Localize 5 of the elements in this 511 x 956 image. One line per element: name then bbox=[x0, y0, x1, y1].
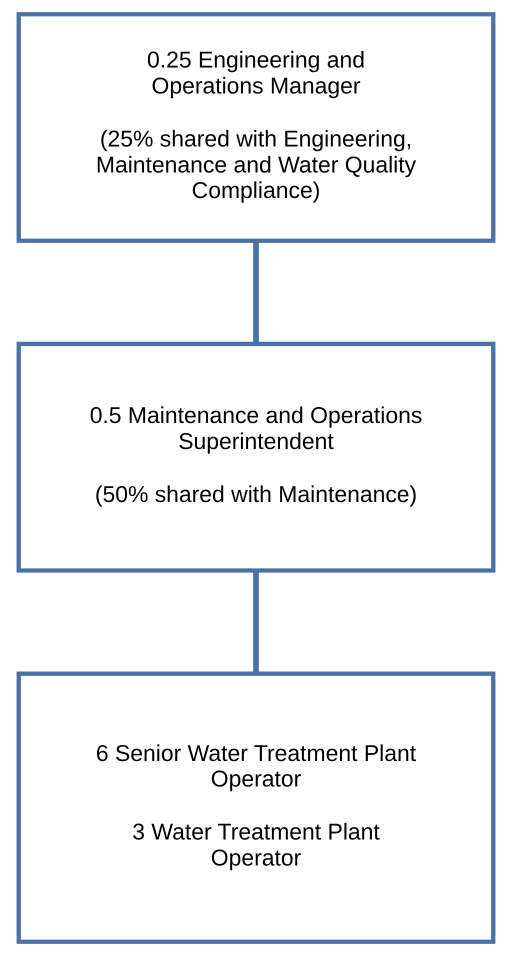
connector bbox=[252, 570, 258, 674]
node-box: 0.25 Engineering and Operations Manager (25% shared with Engineering, Maintenance and Water Quality Compliance) bbox=[16, 12, 495, 243]
node-box: 0.5 Maintenance and Operations Superintendent (50% shared with Maintenance) bbox=[16, 342, 495, 573]
node-box: 6 Senior Water Treatment Plant Operator 3 Water Treatment Plant Operator bbox=[16, 672, 495, 944]
connector bbox=[252, 240, 258, 344]
